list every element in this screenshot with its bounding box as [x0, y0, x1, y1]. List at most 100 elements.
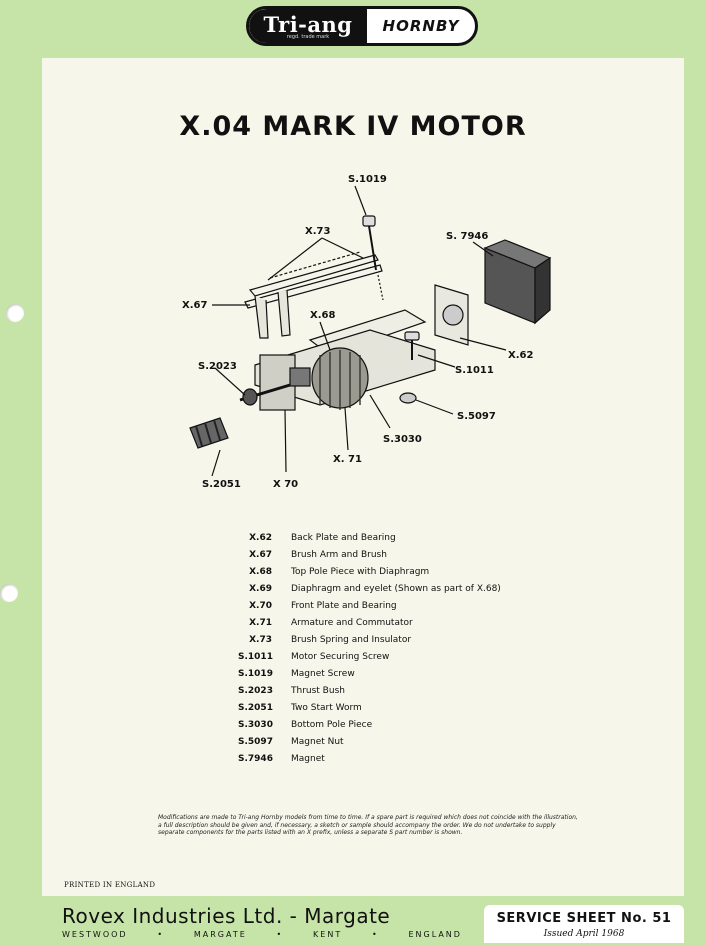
issue-date: Issued April 1968 [543, 929, 625, 939]
label-s2051: S.2051 [202, 479, 241, 490]
part-code: S.1019 [238, 669, 273, 679]
printed-in-england-text: PRINTED IN ENGLAND [64, 881, 156, 889]
part-description: Diaphragm and eyelet (Shown as part of X… [291, 584, 501, 594]
label-x70: X 70 [273, 479, 298, 490]
part-code: X.69 [249, 584, 272, 594]
label-x67: X.67 [182, 300, 207, 311]
triang-hornby-logo: Tri-ang regd. trade mark HORNBY [246, 6, 478, 46]
part-code: X.71 [249, 618, 272, 628]
service-sheet-box: SERVICE SHEET No. 51 Issued April 1968 [484, 905, 684, 943]
part-description: Magnet Nut [291, 737, 344, 747]
armature-windings [319, 350, 361, 410]
label-s7946: S. 7946 [446, 231, 488, 242]
label-x73: X.73 [305, 226, 330, 237]
part-code: S.2051 [238, 703, 273, 713]
leader-s3030 [369, 394, 391, 429]
thrust-bush [242, 388, 258, 406]
part-code: X.68 [249, 567, 272, 577]
parts-list-row: X.69 Diaphragm and eyelet (Shown as part … [238, 581, 538, 598]
logo-registered-text: regd. trade mark [286, 34, 330, 40]
label-s3030: S.3030 [383, 434, 422, 445]
address-part: KENT [313, 930, 343, 939]
part-description: Brush Spring and Insulator [291, 635, 412, 645]
label-x62: X.62 [508, 350, 533, 361]
part-description: Thrust Bush [291, 686, 345, 696]
address-part: MARGATE [193, 930, 247, 939]
part-code: S.1011 [238, 652, 273, 662]
address-separator: • [371, 930, 379, 939]
magnet-screw-thread [377, 274, 384, 301]
part-code: S.2023 [238, 686, 273, 696]
magnet-nut [399, 392, 417, 404]
front-plate [259, 354, 296, 411]
part-description: Motor Securing Screw [291, 652, 390, 662]
leader-s5097 [415, 399, 454, 415]
label-s5097: S.5097 [457, 411, 496, 422]
motor-securing-screw [404, 331, 420, 341]
page-title: X.04 MARK IV MOTOR [179, 111, 527, 142]
brush-right [277, 289, 291, 337]
label-x71: X. 71 [333, 454, 362, 465]
punch-hole [6, 304, 24, 322]
back-plate-bearing [442, 304, 464, 326]
part-description: Magnet Screw [291, 669, 355, 679]
logo-triang-text: Tri-ang [263, 12, 353, 37]
label-s1011: S.1011 [455, 365, 494, 376]
worm-threads [195, 419, 221, 447]
parts-list-row: S.1011 Motor Securing Screw [238, 649, 538, 666]
brush-arm-upper [248, 254, 379, 297]
leader-s2051 [211, 449, 221, 477]
address-part: WESTWOOD [62, 930, 128, 939]
commutator [289, 367, 311, 387]
parts-list-row: X.71 Armature and Commutator [238, 615, 538, 632]
part-code: S.3030 [238, 720, 273, 730]
label-s2023: S.2023 [198, 361, 237, 372]
magnet-screw-head [362, 215, 376, 227]
leader-s1019 [354, 185, 367, 216]
address-separator: • [276, 930, 284, 939]
logo-black-panel [249, 9, 367, 43]
address-part: ENGLAND [408, 930, 462, 939]
leader-x62 [459, 337, 507, 351]
part-code: X.67 [249, 550, 272, 560]
exploded-motor-diagram: S.1019 X.73 S. 7946 X.67 X.68 X.62 S.202… [182, 174, 552, 490]
leader-x70 [284, 409, 287, 473]
parts-list-row: X.68 Top Pole Piece with Diaphragm [238, 564, 538, 581]
leader-x68 [319, 321, 331, 351]
part-description: Front Plate and Bearing [291, 601, 397, 611]
part-code: X.70 [249, 601, 272, 611]
leader-x73 [267, 237, 364, 281]
part-description: Top Pole Piece with Diaphragm [291, 567, 430, 577]
part-code: S.5097 [238, 737, 273, 747]
service-sheet-paper [42, 58, 684, 896]
parts-list-row: X.62 Back Plate and Bearing [238, 530, 538, 547]
service-sheet-number: SERVICE SHEET No. 51 [496, 911, 672, 926]
parts-list-row: S.1019 Magnet Screw [238, 666, 538, 683]
part-code: X.73 [249, 635, 272, 645]
brush-left [254, 295, 269, 339]
magnet-side [534, 256, 551, 325]
part-description: Brush Arm and Brush [291, 550, 387, 560]
parts-list-row: S.5097 Magnet Nut [238, 734, 538, 751]
punch-hole [0, 584, 18, 602]
modifications-note: Modifications are made to Tri-ang Hornby… [158, 814, 578, 836]
part-code: X.62 [249, 533, 272, 543]
label-x68: X.68 [310, 310, 335, 321]
leader-s2023 [214, 367, 246, 396]
leader-s7946 [472, 241, 494, 257]
company-address: WESTWOOD • MARGATE • KENT • ENGLAND [62, 930, 462, 939]
leader-x71 [344, 407, 349, 451]
parts-list-row: S.3030 Bottom Pole Piece [238, 717, 538, 734]
parts-list-row: X.70 Front Plate and Bearing [238, 598, 538, 615]
part-description: Magnet [291, 754, 325, 764]
parts-list-row: X.67 Brush Arm and Brush [238, 547, 538, 564]
part-description: Back Plate and Bearing [291, 533, 396, 543]
company-name: Rovex Industries Ltd. - Margate [62, 904, 391, 928]
parts-list-row: X.73 Brush Spring and Insulator [238, 632, 538, 649]
part-description: Bottom Pole Piece [291, 720, 373, 730]
parts-list: X.62 Back Plate and Bearing X.67 Brush Arm… [238, 530, 538, 768]
magnet-screw-shaft [368, 225, 377, 271]
part-description: Armature and Commutator [291, 618, 413, 628]
